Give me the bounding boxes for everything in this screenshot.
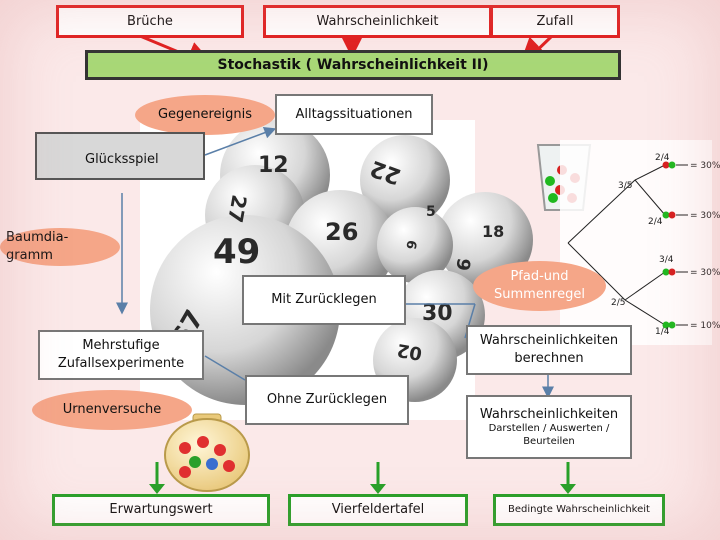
mit-zuruecklegen-box: Mit Zurücklegen <box>242 275 406 325</box>
vierfeldertafel-box: Vierfeldertafel <box>288 494 468 526</box>
gegenereignis-oval: Gegenereignis <box>135 95 275 135</box>
tree-second-stage-fraction: 2/4 <box>655 153 670 163</box>
alltagssituationen-label: Alltagssituationen <box>295 106 413 122</box>
green-arrows <box>149 462 576 494</box>
tree-second-stage-fraction: 3/4 <box>659 255 674 265</box>
erwartungswert-label: Erwartungswert <box>109 502 213 518</box>
ball-number: 27 <box>223 193 251 225</box>
ball-number: 02 <box>395 339 423 364</box>
page-title: Stochastik ( Wahrscheinlichkeit II) <box>217 56 489 73</box>
tree-labels: 3/5 2/5 2/4 2/4 3/4 1/4 = 30% = 30% = 30… <box>611 153 720 337</box>
brueche-label: Brüche <box>127 13 173 29</box>
ball-number: 5 <box>426 204 436 220</box>
vierfeldertafel-label: Vierfeldertafel <box>331 502 425 518</box>
stochastik-title-bar: Stochastik ( Wahrscheinlichkeit II) <box>85 50 621 80</box>
gluecksspiel-box: Glücksspiel <box>35 132 205 180</box>
ball-number: 12 <box>258 153 289 178</box>
tree-result-percent: = 30% <box>690 161 720 171</box>
urnenversuche-label: Urnenversuche <box>62 402 162 418</box>
bedingte-wahrscheinlichkeit-box: Bedingte Wahrscheinlichkeit <box>493 494 665 526</box>
wahrscheinlichkeiten-berechnen-label: Wahrscheinlichkeiten berechnen <box>479 333 619 366</box>
ball-number: 49 <box>213 232 260 272</box>
zufall-label: Zufall <box>536 13 574 29</box>
ohne-zuruecklegen-box: Ohne Zurücklegen <box>245 375 409 425</box>
mehrstufige-zufallsexperimente-label: Mehrstufige Zufallsexperimente <box>57 338 185 371</box>
ball-number: 26 <box>325 218 358 246</box>
zufall-box: Zufall <box>490 5 620 38</box>
wahrscheinlichkeiten-darstellen-box: Wahrscheinlichkeiten Darstellen / Auswer… <box>466 395 632 459</box>
baumdiagramm-oval: Baumdia- gramm <box>0 228 120 266</box>
tree-first-stage-fraction: 2/5 <box>611 298 625 308</box>
erwartungswert-box: Erwartungswert <box>52 494 270 526</box>
tree-result-percent: = 30% <box>690 211 720 221</box>
tree-background <box>560 140 712 345</box>
ball-number: 30 <box>422 301 453 326</box>
brueche-box: Brüche <box>56 5 244 38</box>
ball-number: 18 <box>482 222 504 241</box>
mehrstufige-zufallsexperimente-box: Mehrstufige Zufallsexperimente <box>38 330 204 380</box>
wahrscheinlichkeit-box: Wahrscheinlichkeit <box>263 5 492 38</box>
wahrscheinlichkeiten-darstellen-title: Wahrscheinlichkeiten <box>479 406 619 422</box>
wahrscheinlichkeiten-berechnen-box: Wahrscheinlichkeiten berechnen <box>466 325 632 375</box>
gegenereignis-label: Gegenereignis <box>157 107 253 123</box>
lottery-ball <box>360 135 450 225</box>
tree-diagram <box>567 164 688 326</box>
tree-result-percent: = 10% <box>690 321 720 331</box>
lottery-ball <box>377 207 453 283</box>
pfad-summenregel-oval: Pfad-und Summenregel <box>473 261 606 311</box>
tree-leaf-balls <box>662 161 676 329</box>
tree-second-stage-fraction: 1/4 <box>655 327 670 337</box>
mit-zuruecklegen-label: Mit Zurücklegen <box>271 292 377 308</box>
tree-second-stage-fraction: 2/4 <box>648 217 663 227</box>
tree-first-stage-fraction: 3/5 <box>618 181 632 191</box>
pfad-summenregel-label: Pfad-und Summenregel <box>494 269 585 302</box>
baumdiagramm-label: Baumdia- gramm <box>6 230 69 263</box>
urnenversuche-oval: Urnenversuche <box>32 390 192 430</box>
wahrscheinlichkeit-label: Wahrscheinlichkeit <box>316 13 439 29</box>
alltagssituationen-box: Alltagssituationen <box>275 94 433 135</box>
gluecksspiel-label: Glücksspiel <box>85 152 159 168</box>
ball-number: 9 <box>451 256 474 272</box>
ball-number: 6 <box>402 239 418 251</box>
ohne-zuruecklegen-label: Ohne Zurücklegen <box>266 392 388 408</box>
bedingte-wahrscheinlichkeit-label: Bedingte Wahrscheinlichkeit <box>508 504 650 516</box>
urn-jar-icon <box>164 413 250 492</box>
tree-result-percent: = 30% <box>690 268 720 278</box>
wahrscheinlichkeiten-darstellen-subtitle: Darstellen / Auswerten / Beurteilen <box>488 423 610 447</box>
